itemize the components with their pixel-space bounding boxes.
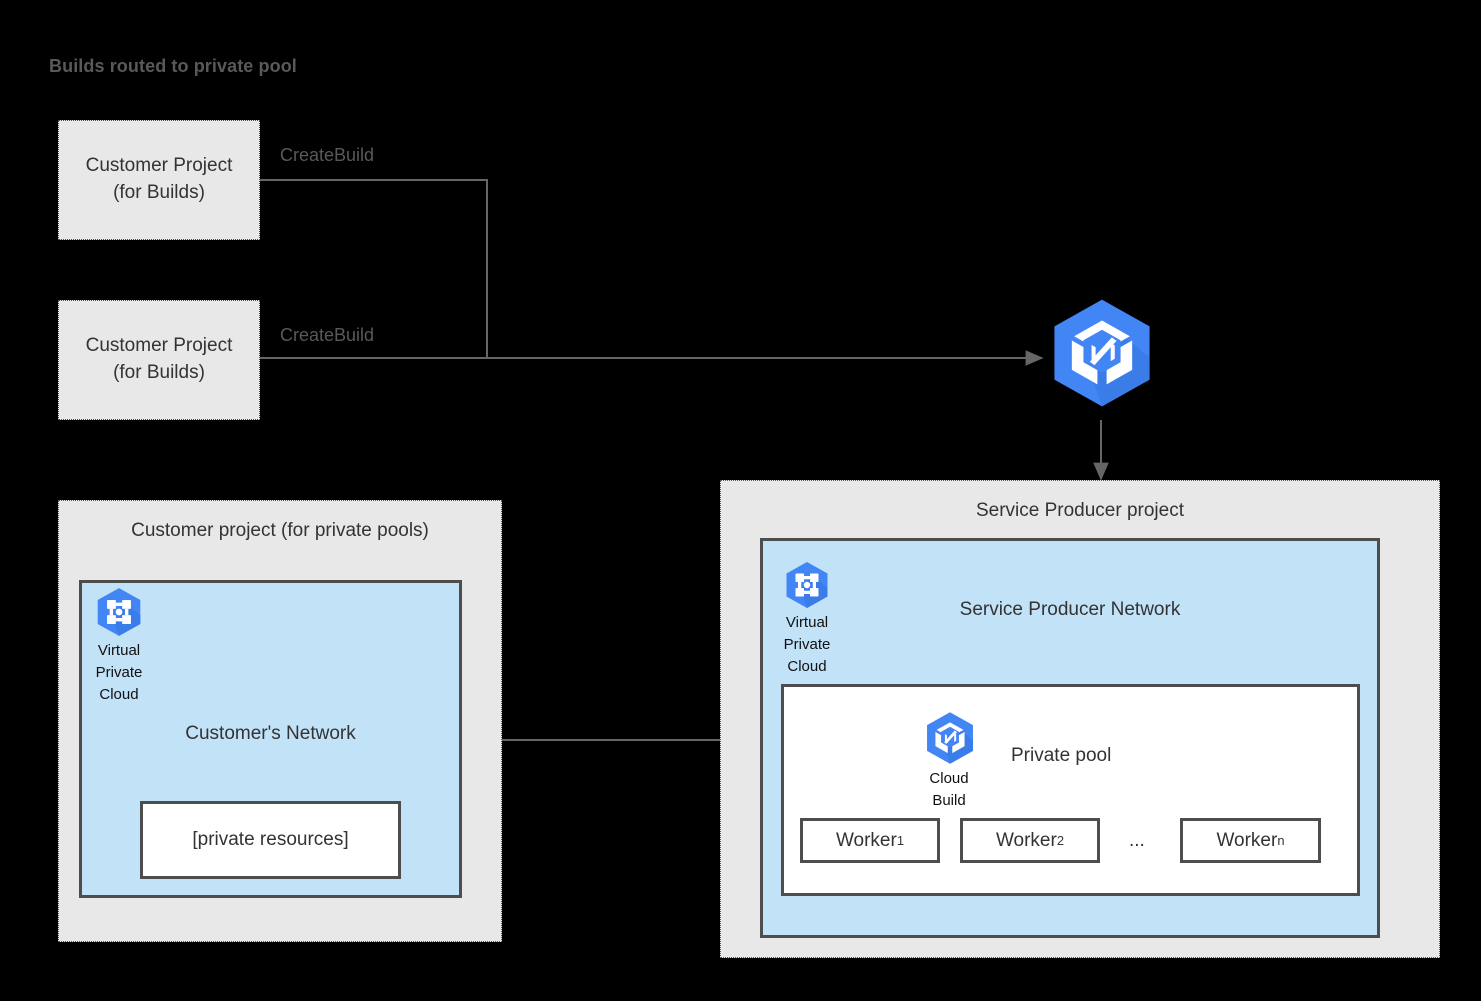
- customer-vpc-caption: Virtual Private Cloud: [96, 640, 143, 705]
- customer-project-line1: Customer Project: [85, 155, 233, 177]
- cloud-build-caption-line1: Cloud: [929, 770, 969, 787]
- createbuild-label-1: CreateBuild: [280, 145, 375, 165]
- page-title: Builds routed to private pool: [49, 56, 297, 76]
- customer-vpc-icon-wrap: [93, 586, 145, 638]
- worker-name: Worker: [1216, 829, 1278, 851]
- private-pool-cloud-build-icon-wrap: [922, 710, 978, 766]
- virtual-private-cloud-icon: [97, 588, 141, 636]
- customer-network-label: Customer's Network: [185, 723, 356, 744]
- service-producer-vpc-icon-wrap: [782, 560, 832, 610]
- worker-name: Worker: [995, 829, 1057, 851]
- worker-subscript: 2: [1056, 833, 1065, 848]
- vpc-caption-line1: Virtual: [97, 642, 141, 659]
- customer-project-line2: (for Builds): [113, 182, 205, 203]
- service-producer-title: Service Producer project: [975, 500, 1185, 521]
- worker-subscript: n: [1277, 833, 1285, 848]
- vpc-caption-line3: Cloud: [99, 685, 139, 703]
- vpc-caption-line2: Private: [783, 635, 831, 653]
- cloud-build-caption-line2: Build: [932, 791, 966, 809]
- vpc-caption-line2: Private: [95, 663, 143, 681]
- customer-project-builds-1[interactable]: Customer Project (for Builds): [58, 120, 260, 240]
- cloud-build-service-icon-wrap[interactable]: [1044, 295, 1160, 411]
- createbuild-label-2: CreateBuild: [280, 325, 375, 345]
- cloud-build-icon: [1054, 299, 1150, 407]
- service-producer-vpc-caption: Virtual Private Cloud: [784, 612, 831, 677]
- worker-subscript: 1: [896, 833, 905, 848]
- customer-project-builds-2[interactable]: Customer Project (for Builds): [58, 300, 260, 420]
- private-resources-box[interactable]: [private resources]: [140, 801, 401, 879]
- vpc-caption-line1: Virtual: [785, 614, 829, 631]
- private-pool-box[interactable]: [781, 684, 1360, 896]
- customer-project-line1: Customer Project: [85, 335, 233, 357]
- private-pool-cloud-build-caption: Cloud Build: [929, 768, 968, 812]
- customer-private-pools-title: Customer project (for private pools): [131, 520, 429, 541]
- worker-name: Worker: [835, 829, 897, 851]
- cloud-build-icon: [927, 712, 973, 764]
- customer-project-line2: (for Builds): [113, 362, 205, 383]
- service-producer-network-label: Service Producer Network: [959, 599, 1181, 620]
- virtual-private-cloud-icon: [786, 562, 828, 608]
- workers-ellipsis: ...: [1129, 830, 1145, 851]
- private-pool-label: Private pool: [1011, 745, 1112, 766]
- vpc-caption-line3: Cloud: [787, 657, 827, 675]
